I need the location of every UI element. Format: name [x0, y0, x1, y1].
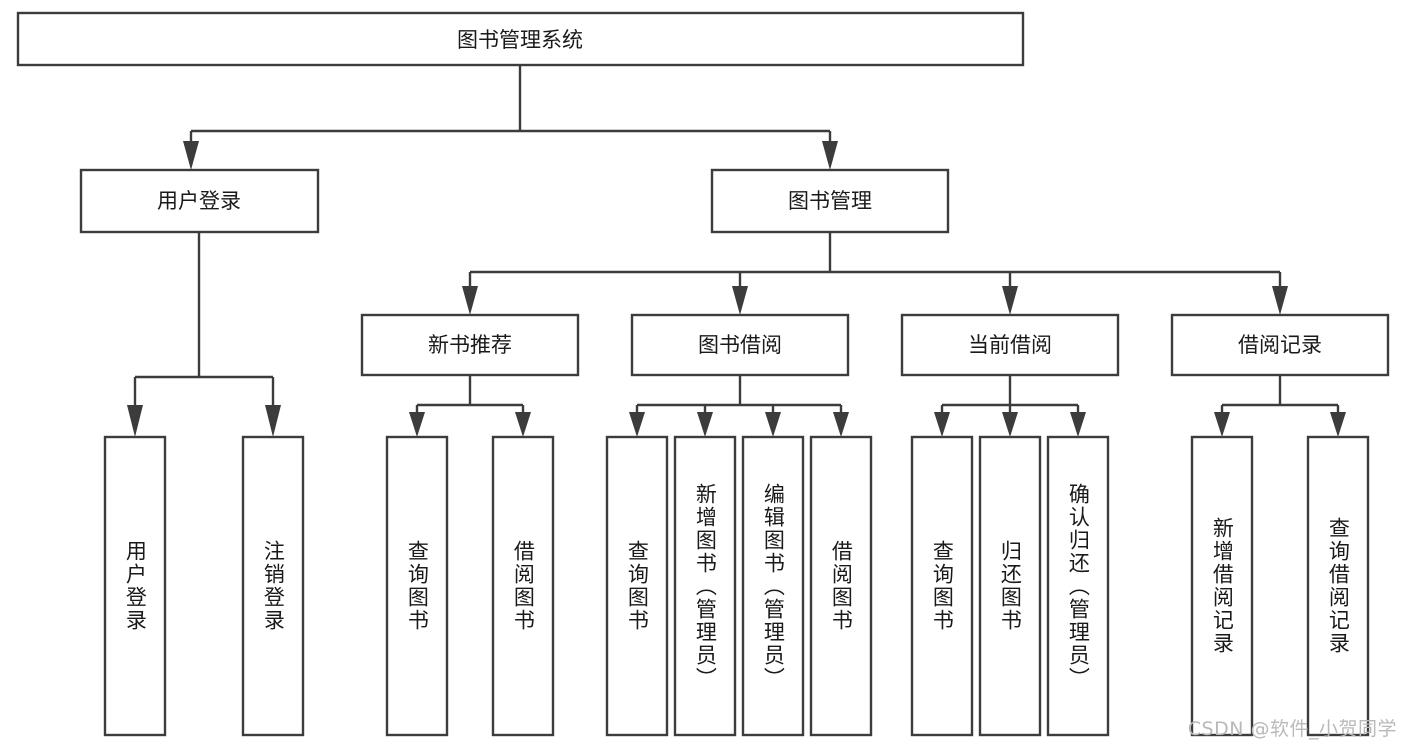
node-root-label: 图书管理系统 [457, 28, 583, 52]
node-current-borrow[interactable]: 当前借阅 [900, 313, 1120, 377]
arrow-icon [1002, 412, 1018, 437]
connector-user-login-to-leaves [127, 232, 281, 437]
arrow-icon [265, 405, 281, 437]
node-user-login-box[interactable] [79, 168, 320, 234]
arrow-icon [127, 405, 143, 437]
connector-root-to-level2 [183, 65, 838, 170]
arrow-icon [183, 141, 199, 170]
connector-book-management-to-level3 [462, 232, 1288, 315]
node-root[interactable]: 图书管理系统 [16, 11, 1025, 67]
leaf-box-confirm-return-admin[interactable] [1046, 435, 1110, 737]
arrow-icon [822, 141, 838, 170]
connector-new-book-recommend-to-leaves [409, 375, 531, 437]
node-book-borrow-label: 图书借阅 [698, 333, 782, 357]
node-book-management-label: 图书管理 [788, 189, 872, 213]
connector-book-borrow-to-leaves [629, 375, 849, 437]
leaf-box-borrow-book[interactable] [809, 435, 873, 737]
node-new-book-recommend-label: 新书推荐 [428, 333, 512, 357]
watermark-text: CSDN @软件_小贺同学 [1187, 718, 1397, 740]
node-user-login-label: 用户登录 [157, 189, 241, 213]
arrow-icon [515, 412, 531, 437]
node-current-borrow-label: 当前借阅 [968, 333, 1052, 357]
leaf-box-query-book-borrow[interactable] [605, 435, 669, 737]
arrow-icon [732, 286, 748, 315]
leaf-box-query-borrow-record[interactable] [1306, 435, 1370, 737]
arrow-icon [1330, 412, 1346, 437]
leaf-box-add-borrow-record[interactable] [1190, 435, 1254, 737]
arrow-icon [765, 412, 781, 437]
arrow-icon [1070, 412, 1086, 437]
arrow-icon [629, 412, 645, 437]
node-user-login[interactable]: 用户登录 [79, 168, 320, 234]
node-book-borrow[interactable]: 图书借阅 [630, 313, 850, 377]
arrow-icon [1002, 286, 1018, 315]
arrow-icon [1214, 412, 1230, 437]
connector-current-borrow-to-leaves [934, 375, 1086, 437]
leaf-box-query-book-current[interactable] [910, 435, 974, 737]
node-new-book-recommend[interactable]: 新书推荐 [360, 313, 580, 377]
arrow-icon [409, 412, 425, 437]
arrow-icon [697, 412, 713, 437]
node-current-borrow-box[interactable] [900, 313, 1120, 377]
node-borrow-record-label: 借阅记录 [1238, 333, 1322, 357]
node-borrow-record[interactable]: 借阅记录 [1170, 313, 1390, 377]
connector-borrow-record-to-leaves [1214, 375, 1346, 437]
leaf-box-query-book-recommend[interactable] [385, 435, 449, 737]
node-root-box[interactable] [16, 11, 1025, 67]
leaf-box-user-login[interactable] [103, 435, 167, 737]
leaf-box-borrow-book-recommend[interactable] [491, 435, 555, 737]
arrow-icon [462, 286, 478, 315]
arrow-icon [934, 412, 950, 437]
node-book-management[interactable]: 图书管理 [710, 168, 950, 234]
arrow-icon [833, 412, 849, 437]
leaf-box-add-book-admin[interactable] [673, 435, 737, 737]
leaf-box-logout[interactable] [241, 435, 305, 737]
arrow-icon [1272, 286, 1288, 315]
leaf-box-return-book[interactable] [978, 435, 1042, 737]
node-new-book-recommend-box[interactable] [360, 313, 580, 377]
leaf-box-edit-book-admin[interactable] [741, 435, 805, 737]
